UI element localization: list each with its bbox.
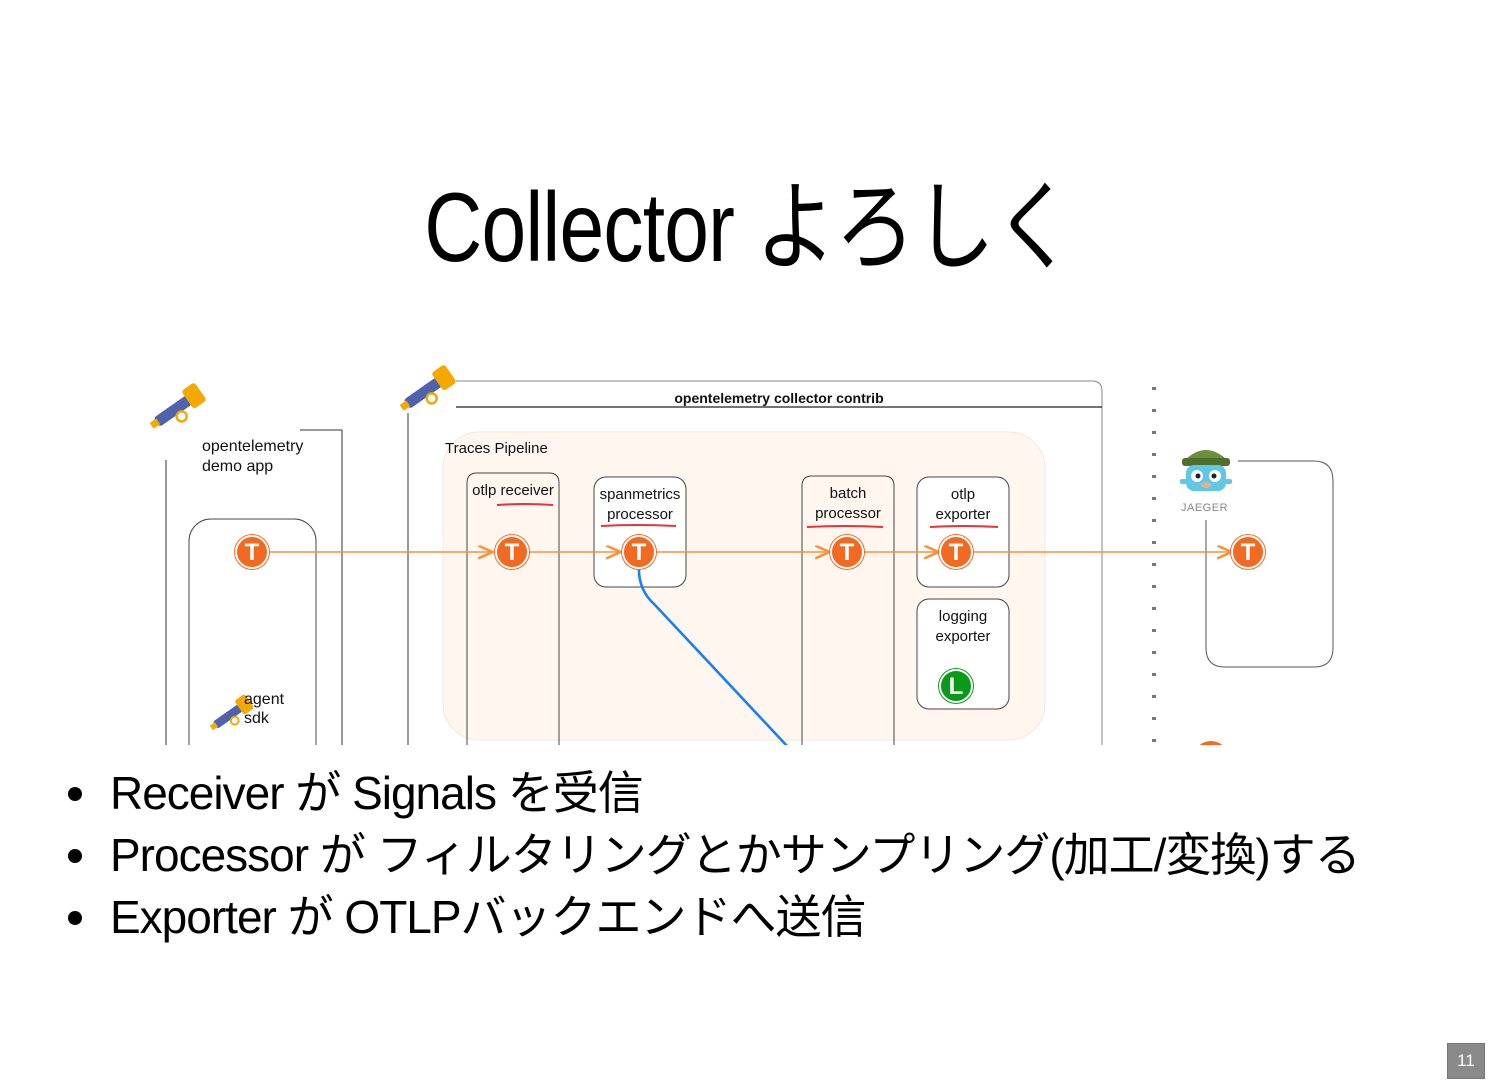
jaeger-box <box>1205 460 1334 668</box>
log-marker-logging-exporter: L <box>939 669 973 703</box>
otlp-exporter-underline <box>929 525 999 528</box>
bullet-dot <box>68 787 82 801</box>
collector-border-top <box>456 380 1103 745</box>
trace-marker-jaeger: T <box>1231 535 1265 569</box>
logging-exporter-label: logging exporter <box>935 608 991 645</box>
agent-sdk-label: agent sdk <box>244 691 285 727</box>
trace-marker-exporter: T <box>939 535 973 569</box>
trace-marker-app: T <box>235 535 269 569</box>
batch-processor-label: batch processor <box>815 485 881 522</box>
collector-title: opentelemetry collector contrib <box>674 390 884 406</box>
spanmetrics-processor-underline <box>600 524 677 527</box>
spanmetrics-output-line <box>637 566 788 745</box>
otel-logo-demo-app <box>150 383 206 429</box>
trace-marker-receiver: T <box>495 535 529 569</box>
collector-diagram: T T T T T T L opentelemetry demo app agent sdk… <box>140 355 1370 745</box>
traces-pipeline-label: Traces Pipeline <box>445 440 548 457</box>
otlp-receiver-box <box>466 472 560 745</box>
bullet-item: Processor が フィルタリングとかサンプリング(加工/変換)する <box>60 824 1480 886</box>
batch-processor-box <box>801 475 895 745</box>
otel-logo-agent <box>210 694 254 730</box>
jaeger-label: JAEGER <box>1181 502 1229 514</box>
diagram-canvas <box>150 365 1334 745</box>
bullet-list: Receiver が Signals を受信 Processor が フィルタリ… <box>60 762 1480 948</box>
bullet-dot <box>68 849 82 863</box>
partial-marker <box>1199 741 1223 745</box>
bullet-item: Exporter が OTLPバックエンドへ送信 <box>60 886 1480 948</box>
otlp-receiver-underline <box>496 503 554 506</box>
demo-app-service-box <box>188 518 317 745</box>
spanmetrics-processor-label: spanmetrics processor <box>599 486 681 523</box>
otlp-receiver-label: otlp receiver <box>472 482 554 499</box>
otel-logo-collector <box>400 365 456 411</box>
page-number: 11 <box>1447 1043 1485 1079</box>
bullet-dot <box>68 911 82 925</box>
trace-marker-batch: T <box>830 535 864 569</box>
slide-title: Collector よろしく <box>424 172 1074 282</box>
otlp-exporter-label: otlp exporter <box>935 486 991 523</box>
demo-app-label: opentelemetry demo app <box>202 438 304 475</box>
jaeger-logo <box>1180 450 1232 491</box>
trace-marker-spanmetrics: T <box>622 535 656 569</box>
batch-processor-underline <box>806 525 884 528</box>
bullet-item: Receiver が Signals を受信 <box>60 762 1480 824</box>
